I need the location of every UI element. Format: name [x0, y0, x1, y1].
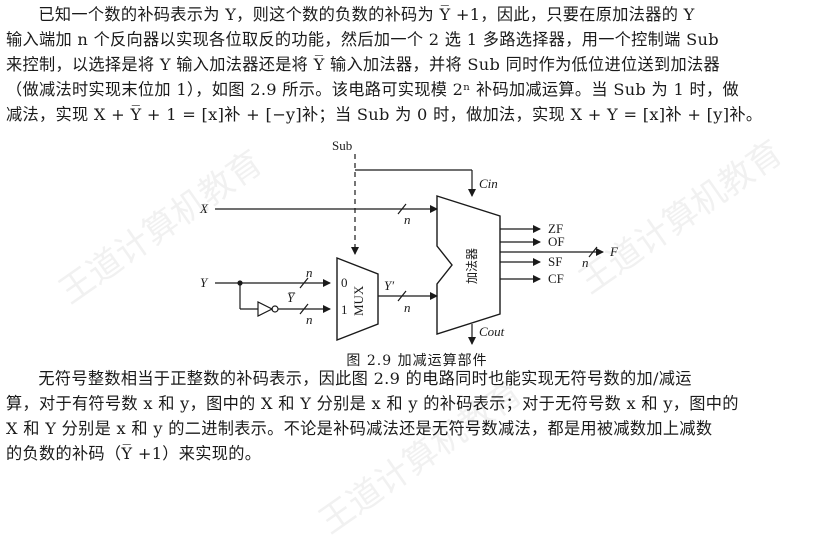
n-label: n: [306, 312, 313, 327]
text-line: 输入端加 n 个反向器以实现各位取反的功能，然后加一个 2 选 1 多路选择器，…: [6, 30, 719, 49]
of-label: OF: [548, 234, 565, 249]
text-line: 算，对于有符号数 x 和 y，图中的 X 和 Y 分别是 x 和 y 的补码表示…: [6, 394, 739, 413]
yprime-label: Y′: [384, 278, 394, 293]
mux-label: MUX: [351, 285, 366, 316]
bus-slash: [588, 246, 598, 258]
bus-slash: [299, 303, 309, 315]
n-label: n: [404, 300, 411, 315]
adder-label: 加法器: [465, 248, 479, 284]
inverter-symbol: [257, 301, 274, 317]
cin-label: Cin: [479, 176, 498, 191]
text-line: 已知一个数的补码表示为 Y，则这个数的负数的补码为 Y̅ +1，因此，只要在原加…: [38, 5, 695, 24]
text-line: 来控制，以选择是将 Y 输入加法器还是将 Y̅ 输入加法器，并将 Sub 同时作…: [6, 55, 720, 74]
cout-label: Cout: [479, 324, 505, 339]
zf-label: ZF: [548, 221, 563, 236]
text-line: （做减法时实现末位加 1），如图 2.9 所示。该电路可实现模 2ⁿ 补码加减运…: [6, 80, 739, 99]
mux-block: [336, 256, 379, 342]
n-label: n: [404, 212, 411, 227]
sf-label: SF: [548, 254, 562, 269]
bus-slash: [397, 203, 407, 215]
sub-label: Sub: [332, 138, 352, 153]
y-label: Y: [200, 275, 209, 290]
n-label: n: [582, 255, 589, 270]
paragraph-bottom: 无符号整数相当于正整数的补码表示，因此图 2.9 的电路同时也能实现无符号数的加…: [6, 366, 828, 466]
text-line: X 和 Y 分别是 x 和 y 的二进制表示。不论是补码减法还是无符号数减法，都…: [6, 419, 713, 438]
figure-add-sub-unit: Sub Cin X n Y n Y̅ n 0 1 MUX Y′ n 加法器 Co…: [0, 136, 834, 369]
n-label: n: [306, 265, 313, 280]
mux-input-0-label: 0: [341, 275, 348, 290]
x-label: X: [199, 201, 209, 216]
adder-block: [436, 195, 501, 335]
cf-label: CF: [548, 271, 564, 286]
bus-slash: [299, 277, 309, 289]
mux-input-1-label: 1: [341, 302, 348, 317]
text-line: 无符号整数相当于正整数的补码表示，因此图 2.9 的电路同时也能实现无符号数的加…: [38, 369, 692, 388]
f-label: F: [609, 244, 619, 259]
text-line: 的负数的补码（Y̅ +1）来实现的。: [6, 444, 262, 463]
text-line: 减法，实现 X + Y̅ + 1 = [x]补 + [−y]补；当 Sub 为 …: [6, 105, 763, 124]
circuit-diagram: Sub Cin X n Y n Y̅ n 0 1 MUX Y′ n 加法器 Co…: [199, 138, 619, 345]
paragraph-top: 已知一个数的补码表示为 Y，则这个数的负数的补码为 Y̅ +1，因此，只要在原加…: [6, 2, 828, 127]
bus-slash: [397, 290, 407, 302]
ybar-label: Y̅: [287, 290, 296, 305]
figure-caption: 图 2.9 加减运算部件: [346, 353, 488, 369]
